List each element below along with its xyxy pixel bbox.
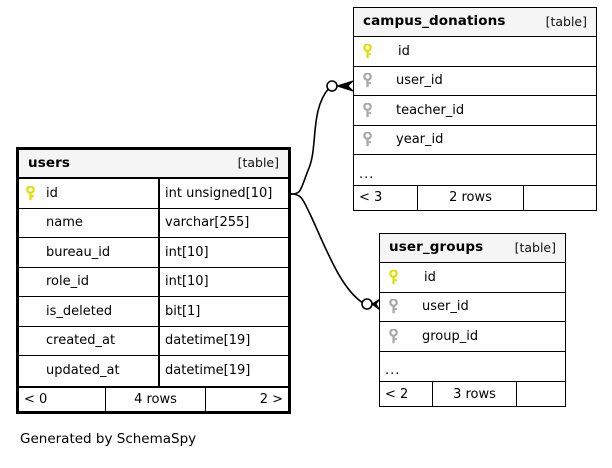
column-name: user_id (422, 299, 469, 315)
table-users-kind: [table] (237, 155, 279, 171)
prev-page-button[interactable]: < 0 (24, 391, 48, 407)
column-type: datetime[19] (158, 356, 288, 386)
column-name-cell: user_id (354, 67, 443, 96)
table-row[interactable]: created_at datetime[19] (19, 326, 288, 356)
column-name-cell: bureau_id (19, 238, 158, 267)
column-name: bureau_id (46, 244, 111, 260)
table-row[interactable]: group_id (380, 322, 565, 352)
primary-key-icon (362, 43, 379, 59)
table-users-title: users (28, 154, 70, 171)
prev-page-button[interactable]: < 3 (359, 190, 383, 205)
generated-by-caption: Generated by SchemaSpy (20, 431, 197, 447)
table-user-groups-title: user_groups (389, 239, 484, 256)
column-name-cell: group_id (380, 322, 478, 351)
table-user-groups-header: user_groups [table] (380, 234, 565, 263)
column-name-cell: teacher_id (354, 96, 464, 125)
column-name: updated_at (46, 363, 120, 379)
next-page-button[interactable]: 2 > (205, 387, 288, 411)
next-page-button[interactable] (523, 185, 596, 210)
table-users-footer: < 0 4 rows 2 > (19, 385, 288, 411)
table-user-groups-kind: [table] (514, 239, 556, 255)
column-name-cell: id (354, 37, 410, 66)
more-columns-indicator: ... (385, 363, 401, 378)
cardinality-circle-user_groups (361, 298, 373, 310)
foreign-key-icon (362, 132, 379, 147)
column-name-cell: name (19, 209, 158, 238)
column-name-cell: year_id (354, 126, 443, 155)
column-name: is_deleted (46, 303, 113, 319)
next-page-button[interactable] (516, 382, 565, 406)
table-user-groups[interactable]: user_groups [table] id user_id (379, 233, 566, 407)
column-type: int unsigned[10] (158, 179, 288, 208)
table-campus-donations-kind: [table] (545, 13, 587, 29)
column-name: role_id (46, 274, 89, 290)
primary-key-icon (25, 185, 42, 201)
table-row[interactable]: user_id (354, 67, 596, 96)
column-name: group_id (422, 328, 479, 344)
column-name-cell: is_deleted (19, 297, 158, 326)
table-campus-donations-columns: id user_id teacher_id (354, 37, 596, 185)
column-name: id (46, 185, 58, 201)
row-count-label: 4 rows (105, 387, 205, 411)
cardinality-circle-campus_donations (326, 80, 338, 92)
column-type: varchar[255] (158, 208, 288, 237)
table-row[interactable]: role_id int[10] (19, 267, 288, 297)
table-user-groups-footer: < 2 3 rows (380, 381, 565, 406)
column-type: bit[1] (158, 297, 288, 326)
column-type: int[10] (158, 238, 288, 267)
more-columns-indicator: ... (359, 166, 375, 182)
column-name-cell: created_at (19, 327, 158, 356)
table-row[interactable]: updated_at datetime[19] (19, 356, 288, 386)
foreign-key-icon (362, 73, 379, 88)
table-row[interactable]: id (354, 37, 596, 67)
table-row[interactable]: name varchar[255] (19, 208, 288, 238)
column-name: name (46, 215, 83, 231)
table-row[interactable]: teacher_id (354, 96, 596, 126)
table-row[interactable]: user_id (380, 293, 565, 322)
table-row[interactable]: id int unsigned[10] (19, 179, 288, 209)
table-users-columns: id int unsigned[10] name varchar[255] bu… (19, 179, 288, 386)
column-type: datetime[19] (158, 326, 288, 355)
table-row[interactable]: year_id (354, 126, 596, 155)
table-campus-donations-header: campus_donations [table] (354, 8, 596, 37)
column-name: user_id (396, 73, 443, 89)
foreign-key-icon (388, 299, 405, 314)
row-count-label: 3 rows (432, 382, 516, 406)
column-name-cell: updated_at (19, 356, 158, 386)
table-row[interactable]: id (380, 263, 565, 293)
column-name-cell: role_id (19, 268, 158, 297)
row-count-label: 2 rows (417, 185, 523, 210)
foreign-key-icon (388, 328, 405, 344)
column-name-cell: id (380, 263, 436, 292)
table-users[interactable]: users [table] id int unsigned[10] name v… (16, 147, 291, 414)
prev-page-button[interactable]: < 2 (385, 386, 409, 402)
table-campus-donations[interactable]: campus_donations [table] id user_id (353, 7, 597, 211)
column-name-cell: user_id (380, 293, 469, 322)
table-campus-donations-footer: < 3 2 rows (354, 184, 596, 210)
primary-key-icon (388, 269, 405, 285)
column-name: id (424, 269, 436, 285)
table-row[interactable]: is_deleted bit[1] (19, 297, 288, 327)
column-type: int[10] (158, 267, 288, 296)
edge-users-campus_donations (290, 87, 330, 195)
table-row[interactable]: bureau_id int[10] (19, 238, 288, 268)
foreign-key-icon (362, 102, 379, 118)
column-name: teacher_id (396, 102, 465, 118)
column-name-cell: id (19, 179, 158, 208)
table-users-header: users [table] (19, 150, 288, 179)
column-name: created_at (46, 333, 116, 349)
table-user-groups-columns: id user_id group_id . (380, 263, 565, 381)
column-name: id (398, 43, 410, 59)
crowsfoot-campus_donations (335, 80, 354, 92)
column-name: year_id (396, 132, 444, 148)
table-campus-donations-title: campus_donations (363, 13, 506, 30)
